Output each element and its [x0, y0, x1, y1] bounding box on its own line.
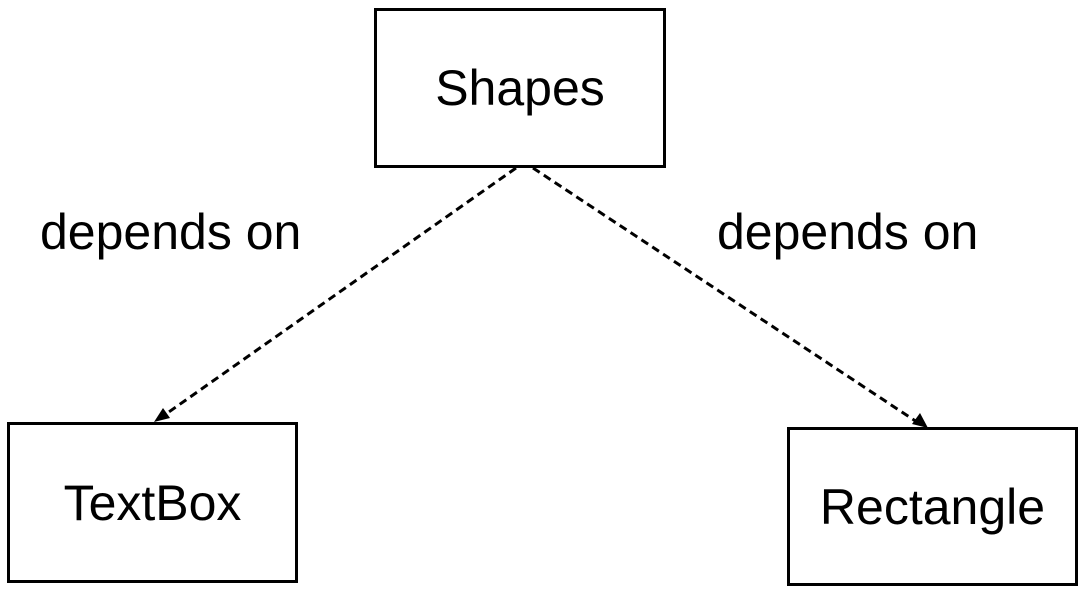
arrowhead-icon: [912, 413, 928, 428]
node-textbox-label: TextBox: [63, 474, 242, 531]
edge-shapes-to-textbox: [154, 166, 517, 423]
arrowhead-icon: [154, 408, 170, 422]
edge-shapes-to-rectangle: [532, 166, 928, 428]
node-rectangle-label: Rectangle: [819, 478, 1046, 535]
node-textbox: TextBox: [7, 422, 298, 583]
node-shapes: Shapes: [374, 8, 666, 168]
edge-label-right: depends on: [717, 204, 979, 260]
node-shapes-label: Shapes: [435, 60, 605, 116]
node-rectangle: Rectangle: [787, 427, 1078, 586]
dashed-arrow-line: [155, 166, 517, 423]
edge-label-left: depends on: [40, 204, 302, 260]
